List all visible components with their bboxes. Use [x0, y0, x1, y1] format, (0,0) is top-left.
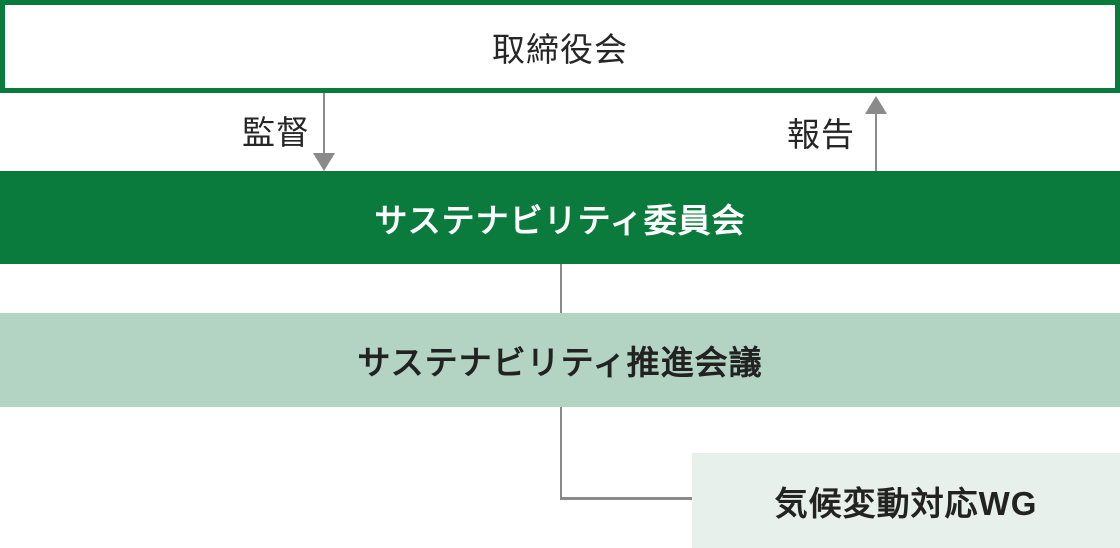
sustainability-committee-bar: サステナビリティ委員会: [0, 171, 1120, 264]
promotion-wg-connector-horizontal: [560, 497, 692, 500]
promotion-wg-connector-vertical: [560, 407, 562, 500]
arrow-down-icon: [313, 153, 335, 171]
arrow-up-icon: [865, 96, 887, 114]
climate-change-wg-label: 気候変動対応WG: [774, 484, 1038, 522]
committee-promotion-connector: [560, 264, 562, 313]
board-of-directors-box: 取締役会: [0, 0, 1120, 93]
sustainability-promotion-bar: サステナビリティ推進会議: [0, 313, 1120, 407]
climate-change-wg-box: 気候変動対応WG: [692, 453, 1120, 548]
report-arrow-line: [875, 114, 877, 171]
sustainability-promotion-label: サステナビリティ推進会議: [357, 344, 763, 381]
supervision-label: 監督: [242, 114, 310, 151]
sustainability-committee-label: サステナビリティ委員会: [374, 201, 746, 239]
board-of-directors-label: 取締役会: [492, 30, 628, 68]
supervision-arrow-line: [323, 93, 325, 153]
report-label: 報告: [787, 116, 855, 153]
